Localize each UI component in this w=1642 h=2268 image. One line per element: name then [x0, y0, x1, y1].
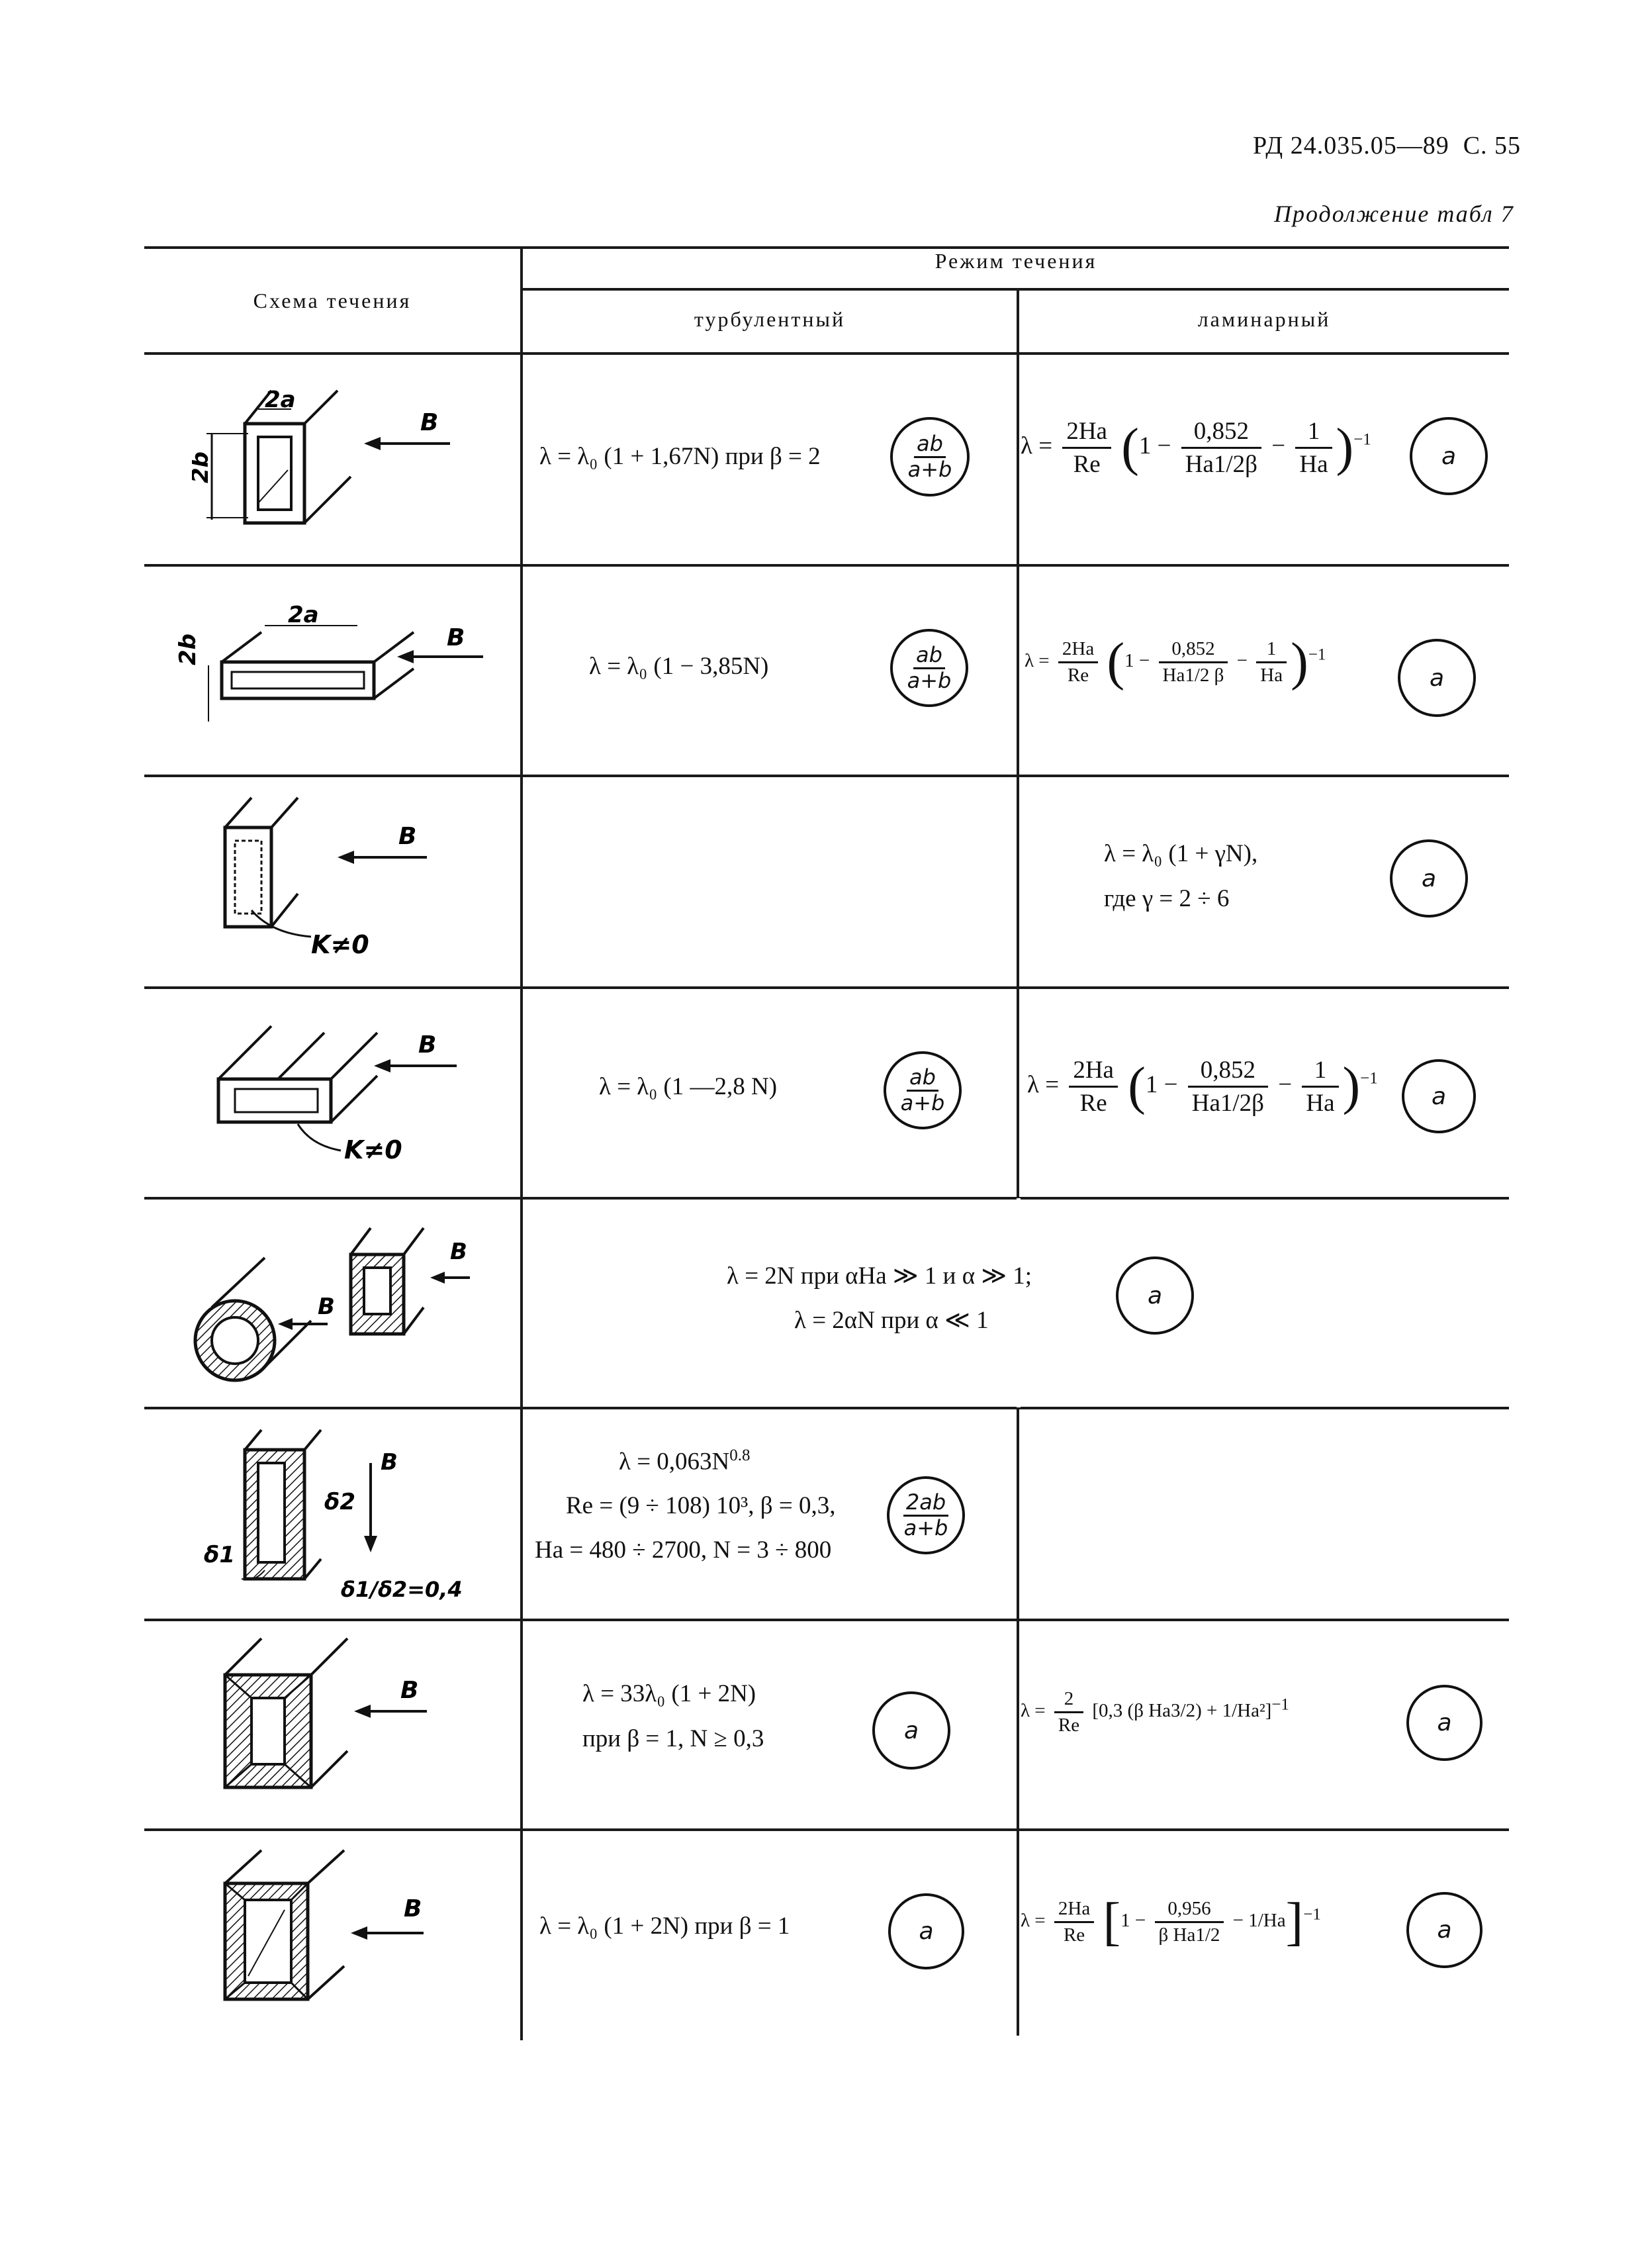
label-2a: 2a: [265, 387, 296, 413]
label-2b: 2b: [192, 451, 214, 483]
row5-span-line2: λ = 2αN при α ≪ 1: [794, 1307, 989, 1334]
label-2a: 2a: [288, 602, 319, 628]
row7-turbulent-line2: при β = 1, N ≥ 0,3: [582, 1725, 764, 1752]
row-divider-3: [144, 986, 1509, 989]
row-divider-6: [144, 1619, 1509, 1621]
label-B: B: [418, 1031, 436, 1059]
label-B: B: [447, 624, 465, 651]
label-B: B: [400, 1677, 418, 1704]
row3-laminar-line1: λ = λ₀ (1 + γN),: [1104, 840, 1258, 867]
row2-turbulent-formula: λ = λ₀ (1 − 3,85N): [589, 653, 769, 680]
diagram-tapered-channel-2: B: [223, 1849, 424, 2001]
header-laminar: ламинарный: [1197, 307, 1331, 331]
table-top-rule: [144, 246, 1509, 249]
row1-turbulent-formula: λ = λ₀ (1 + 1,67N) при β = 2: [539, 443, 821, 470]
mode-header-rule: [521, 288, 1509, 291]
row6-turbulent-line1: λ = 0,063N0.8: [619, 1446, 751, 1476]
label-B: B: [450, 1239, 467, 1265]
row3-laminar-badge: a: [1390, 839, 1468, 918]
doc-ref: РД 24.035.05—89: [1253, 132, 1449, 160]
diagram-rect-channel-tall: 2a 2b B: [192, 387, 450, 525]
row6-turbulent-line2: Re = (9 ÷ 108) 10³, β = 0,3,: [566, 1492, 836, 1519]
label-k-nonzero: K≠0: [311, 930, 369, 959]
row-divider-7: [144, 1828, 1509, 1831]
header-turbulent: турбулентный: [694, 307, 846, 331]
diagram-channel-deltas: δ2 δ1 B δ1/δ2=0,4: [204, 1429, 463, 1602]
diagram-rect-channel-flat: 2a 2b B: [175, 602, 483, 722]
label-2b: 2b: [175, 634, 201, 665]
row1-laminar-badge: a: [1410, 417, 1488, 495]
page-number: С. 55: [1463, 132, 1522, 160]
row8-turbulent-badge: a: [888, 1893, 964, 1969]
label-B: B: [404, 1895, 422, 1922]
label-delta1: δ1: [204, 1542, 235, 1568]
header-mode: Режим течения: [935, 249, 1097, 273]
label-k-nonzero: K≠0: [344, 1135, 402, 1164]
diagram-flat-channel-k-nonzero: K≠0 B: [216, 1025, 457, 1164]
row8-laminar-badge: a: [1406, 1892, 1482, 1968]
label-B: B: [398, 823, 416, 850]
row2-laminar-badge: a: [1398, 639, 1476, 717]
row-divider-4: [144, 1197, 1509, 1200]
header-bottom-rule: [144, 352, 1509, 355]
span-gap: [1017, 1198, 1021, 1407]
label-delta-ratio: δ1/δ2=0,4: [341, 1577, 463, 1602]
document-reference: РД 24.035.05—89 С. 55: [1253, 131, 1521, 160]
row-divider-5: [144, 1407, 1509, 1409]
row-divider-2: [144, 775, 1509, 777]
diagram-pipe-and-square: B B: [193, 1227, 470, 1382]
mode-divider: [1017, 288, 1019, 2036]
scheme-divider: [520, 246, 523, 2040]
row4-turbulent-formula: λ = λ₀ (1 —2,8 N): [599, 1073, 778, 1100]
row5-span-badge: a: [1116, 1256, 1194, 1335]
row7-laminar-badge: a: [1406, 1685, 1482, 1761]
label-B: B: [420, 409, 438, 436]
table-continuation-caption: Продолжение табл 7: [1274, 201, 1514, 227]
diagram-tapered-channel: B: [223, 1637, 427, 1789]
row8-turbulent-formula: λ = λ₀ (1 + 2N) при β = 1: [539, 1913, 790, 1940]
label-delta2: δ2: [324, 1489, 355, 1515]
row7-turbulent-badge: a: [872, 1691, 950, 1770]
header-scheme: Схема течения: [253, 289, 412, 312]
label-B: B: [318, 1294, 335, 1320]
row-divider-1: [144, 564, 1509, 567]
row5-span-line1: λ = 2N при αHa ≫ 1 и α ≫ 1;: [727, 1262, 1032, 1290]
diagram-channel-k-nonzero: K≠0 B: [223, 796, 427, 959]
row7-turbulent-line1: λ = 33λ₀ (1 + 2N): [582, 1680, 756, 1707]
label-B: B: [381, 1449, 398, 1476]
row6-turbulent-line3: Ha = 480 ÷ 2700, N = 3 ÷ 800: [535, 1536, 832, 1564]
row4-laminar-badge: a: [1402, 1059, 1476, 1133]
row3-laminar-line2: где γ = 2 ÷ 6: [1104, 885, 1230, 912]
